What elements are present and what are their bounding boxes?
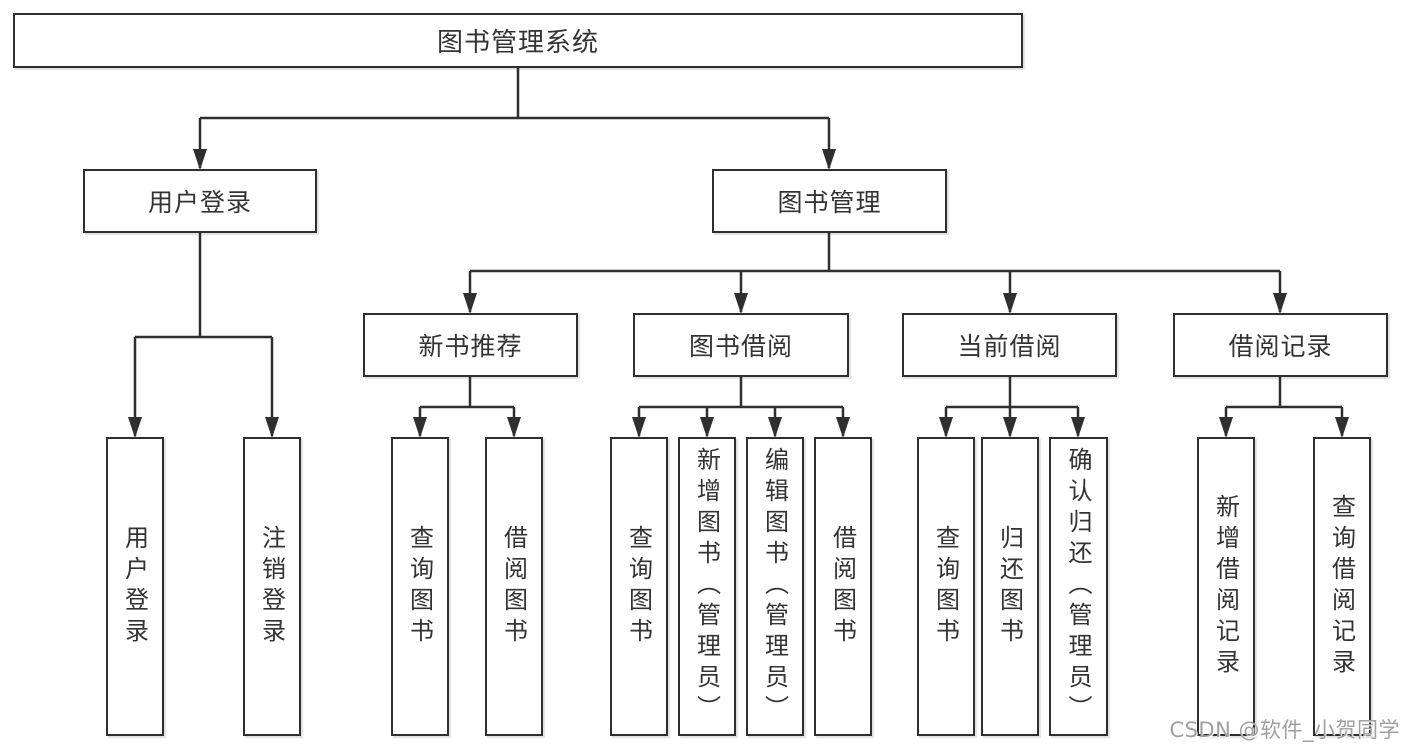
leaf-confirm-return-admin: 确认归还（管理员） [1049, 437, 1108, 736]
leaf-user-login: 用户登录 [106, 437, 164, 736]
node-book-management: 图书管理 [712, 169, 947, 233]
node-user-login: 用户登录 [83, 169, 317, 233]
connector-lines [133, 68, 1344, 436]
leaf-return-books: 归还图书 [981, 437, 1039, 736]
leaf-add-borrow-record: 新增借阅记录 [1197, 437, 1255, 736]
watermark-text: CSDN @软件_小贺同学 [1169, 718, 1400, 742]
leaf-query-books-recommend: 查询图书 [391, 437, 449, 736]
leaf-logout: 注销登录 [243, 437, 301, 736]
leaf-query-borrow-record: 查询借阅记录 [1313, 437, 1371, 736]
node-new-book-recommendation: 新书推荐 [363, 313, 578, 377]
leaf-query-books-borrowing: 查询图书 [610, 437, 668, 736]
leaf-borrow-books-recommend: 借阅图书 [485, 437, 543, 736]
leaf-add-books-admin: 新增图书（管理员） [678, 437, 736, 736]
node-current-borrowing: 当前借阅 [902, 313, 1117, 377]
node-borrowing-records: 借阅记录 [1173, 313, 1388, 377]
node-book-borrowing: 图书借阅 [633, 313, 849, 377]
leaf-edit-books-admin: 编辑图书（管理员） [746, 437, 804, 736]
node-root: 图书管理系统 [13, 13, 1023, 68]
leaf-query-books-current: 查询图书 [917, 437, 975, 736]
leaf-borrow-books-borrowing: 借阅图书 [814, 437, 872, 736]
